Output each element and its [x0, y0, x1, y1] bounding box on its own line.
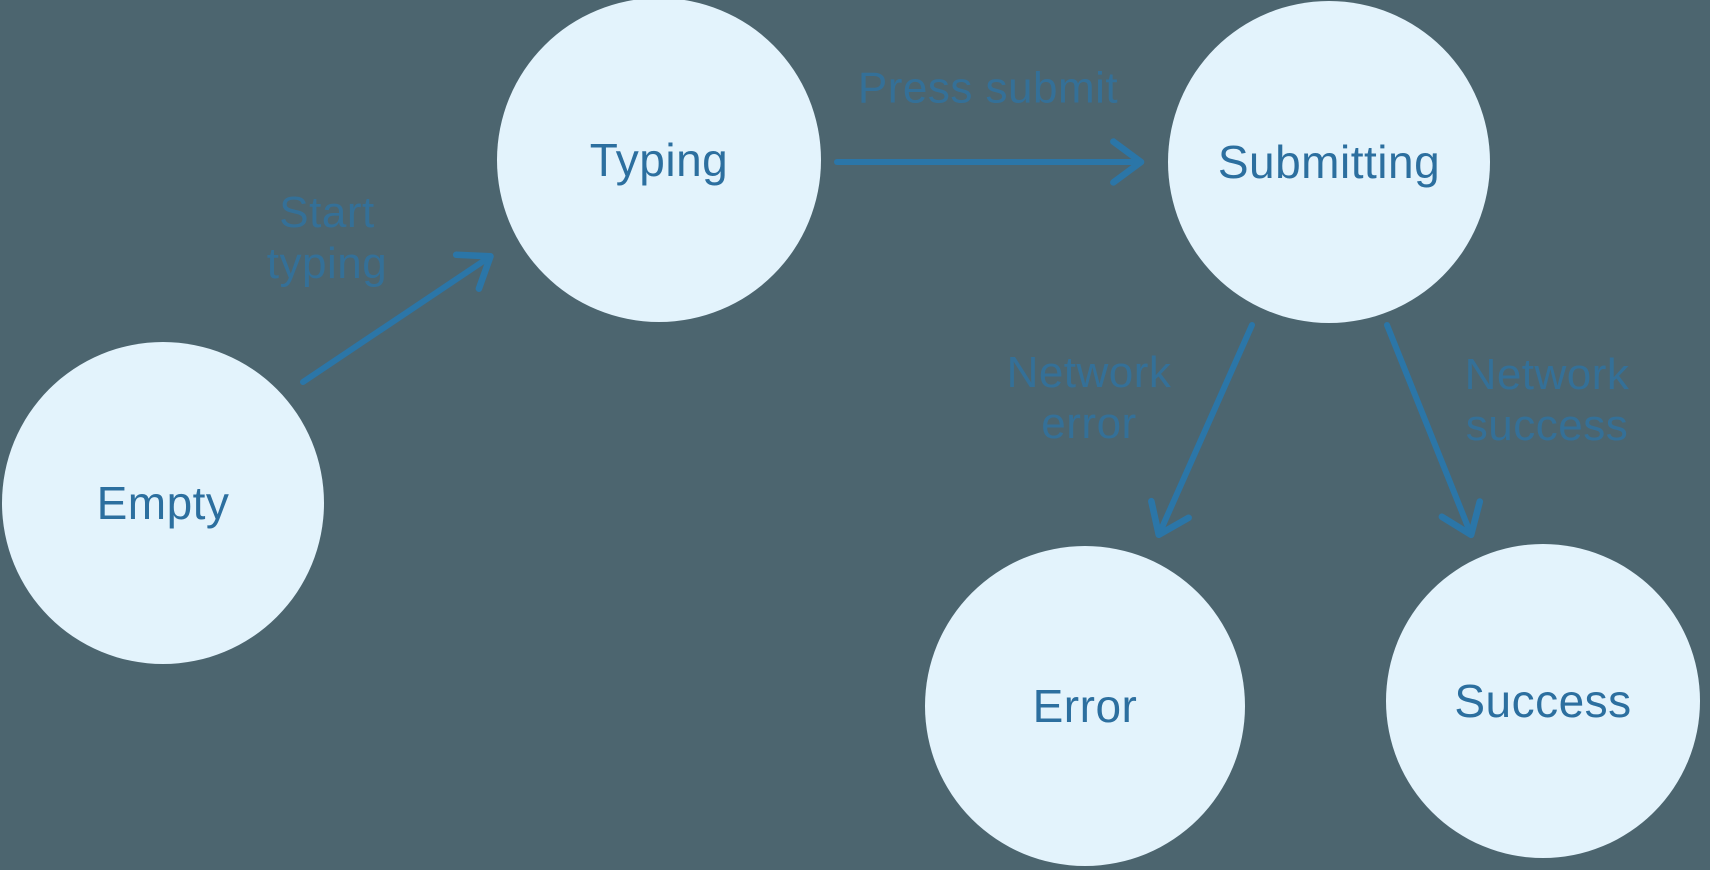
- edge-label-line: error: [1041, 399, 1137, 448]
- state-label-typing: Typing: [589, 134, 729, 186]
- edge-label-line: success: [1465, 401, 1629, 450]
- edge-label-line: Network: [1464, 350, 1630, 399]
- edge-arrow-submitting-to-error: [1148, 322, 1255, 539]
- state-node-submitting: Submitting: [1168, 1, 1490, 323]
- state-node-empty: Empty: [2, 342, 324, 664]
- state-node-typing: Typing: [497, 0, 821, 322]
- state-node-error: Error: [925, 546, 1245, 866]
- edge-label-line: typing: [266, 239, 388, 288]
- edge-label-network-error: Network error: [1007, 347, 1172, 449]
- edge-label-press-submit: Press submit: [858, 63, 1118, 114]
- state-label-submitting: Submitting: [1217, 136, 1441, 188]
- edge-arrow-submitting-to-success: [1384, 322, 1484, 539]
- edge-label-line: Start: [279, 188, 375, 237]
- edge-label-line: Network: [1006, 348, 1172, 397]
- state-label-error: Error: [1032, 680, 1138, 732]
- state-node-success: Success: [1386, 544, 1700, 858]
- edge-label-start-typing: Start typing: [267, 187, 387, 289]
- state-label-success: Success: [1454, 675, 1632, 727]
- edge-label-network-success: Network success: [1465, 349, 1630, 451]
- state-label-empty: Empty: [96, 477, 230, 529]
- edge-label-line: Press submit: [857, 63, 1119, 113]
- edge-arrow-empty-to-typing: [300, 251, 494, 385]
